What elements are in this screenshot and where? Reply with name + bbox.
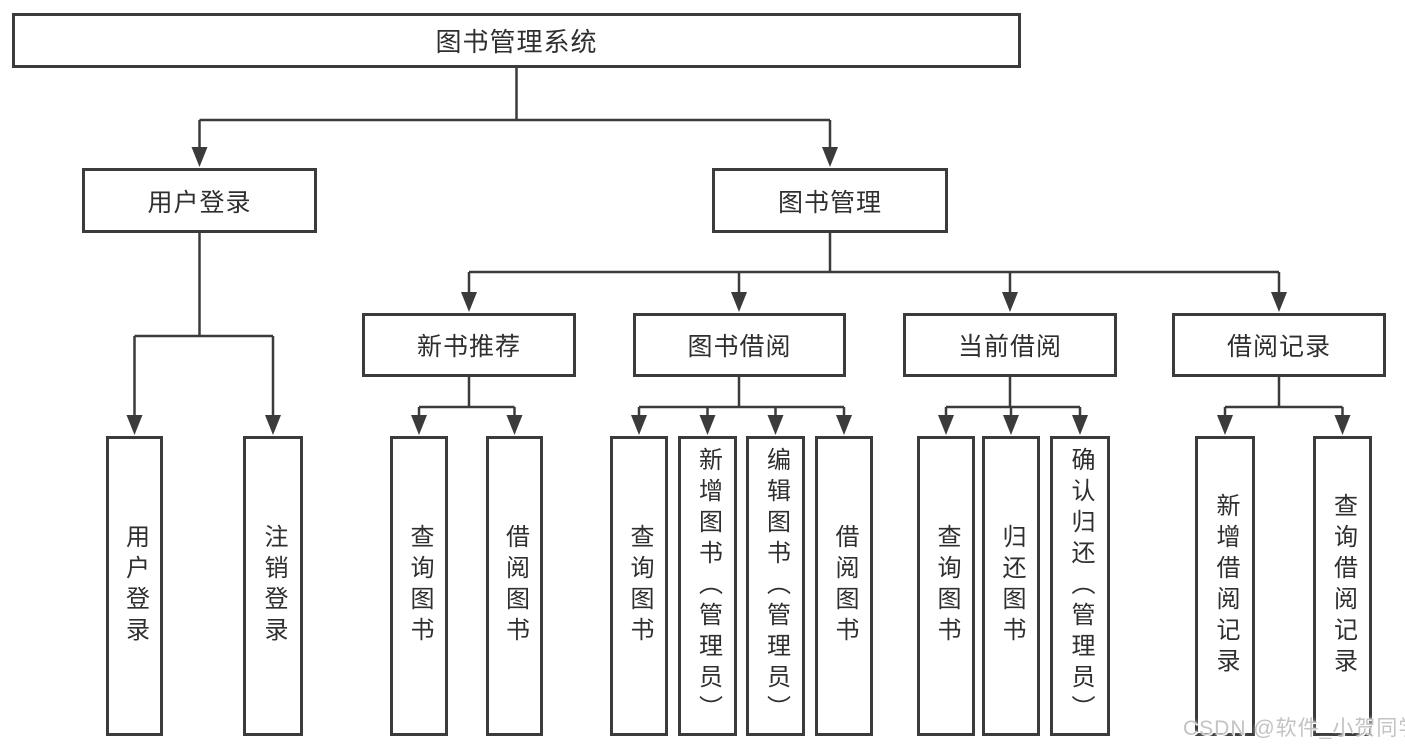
leaf-borrow-books-recommend: 借阅图书 bbox=[486, 436, 543, 736]
arrowhead-icon bbox=[1271, 292, 1287, 312]
leaf-add-borrow-record: 新增借阅记录 bbox=[1195, 436, 1255, 736]
leaf-edit-book-admin-label: 编辑图书（管理员） bbox=[762, 446, 790, 726]
node-book-management: 图书管理 bbox=[712, 168, 948, 233]
leaf-borrow-books-borrow-label: 借阅图书 bbox=[831, 524, 858, 648]
arrowhead-icon bbox=[1003, 415, 1019, 435]
leaf-add-book-admin: 新增图书（管理员） bbox=[678, 436, 737, 736]
arrowhead-icon bbox=[836, 415, 852, 435]
arrowhead-icon bbox=[631, 415, 647, 435]
arrowhead-icon bbox=[191, 147, 208, 167]
leaf-user-login: 用户登录 bbox=[106, 436, 163, 736]
arrowhead-icon bbox=[699, 415, 716, 435]
leaf-query-books-recommend: 查询图书 bbox=[390, 436, 448, 736]
arrowhead-icon bbox=[822, 147, 838, 167]
node-book-management-label: 图书管理 bbox=[777, 188, 882, 217]
leaf-confirm-return-admin-label: 确认归还（管理员） bbox=[1067, 446, 1094, 726]
node-book-borrow-label: 图书借阅 bbox=[687, 333, 792, 361]
node-book-borrow: 图书借阅 bbox=[633, 313, 846, 377]
arrowhead-icon bbox=[1334, 415, 1351, 435]
leaf-user-login-label: 用户登录 bbox=[121, 524, 149, 648]
leaf-return-books: 归还图书 bbox=[982, 436, 1040, 736]
node-borrow-records: 借阅记录 bbox=[1172, 313, 1386, 377]
leaf-return-books-label: 归还图书 bbox=[998, 524, 1025, 648]
node-user-login: 用户登录 bbox=[82, 168, 317, 233]
node-current-borrow-label: 当前借阅 bbox=[957, 333, 1062, 361]
arrowhead-icon bbox=[1217, 415, 1233, 435]
leaf-logout: 注销登录 bbox=[243, 436, 303, 736]
leaf-borrow-books-recommend-label: 借阅图书 bbox=[501, 524, 529, 648]
leaf-query-books-current: 查询图书 bbox=[917, 436, 975, 736]
leaf-query-books-borrow: 查询图书 bbox=[610, 436, 668, 736]
csdn-watermark: CSDN @软件_小贺同学 bbox=[1183, 717, 1405, 740]
leaf-query-books-borrow-label: 查询图书 bbox=[626, 524, 653, 648]
arrowhead-icon bbox=[506, 415, 523, 435]
node-user-login-label: 用户登录 bbox=[147, 188, 252, 217]
arrowhead-icon bbox=[461, 292, 477, 312]
leaf-borrow-books-borrow: 借阅图书 bbox=[815, 436, 873, 736]
node-new-book-recommend: 新书推荐 bbox=[362, 313, 576, 377]
leaf-add-book-admin-label: 新增图书（管理员） bbox=[694, 446, 722, 726]
arrowhead-icon bbox=[938, 415, 954, 435]
leaf-confirm-return-admin: 确认归还（管理员） bbox=[1050, 436, 1110, 736]
leaf-add-borrow-record-label: 新增借阅记录 bbox=[1212, 493, 1239, 679]
node-root-label: 图书管理系统 bbox=[435, 27, 598, 57]
node-new-book-recommend-label: 新书推荐 bbox=[416, 333, 521, 361]
leaf-query-books-recommend-label: 查询图书 bbox=[406, 524, 433, 648]
arrowhead-icon bbox=[265, 415, 281, 435]
arrowhead-icon bbox=[1002, 292, 1018, 312]
arrowhead-icon bbox=[411, 415, 427, 435]
arrowhead-icon bbox=[126, 415, 143, 435]
node-borrow-records-label: 借阅记录 bbox=[1226, 333, 1331, 361]
leaf-query-borrow-record-label: 查询借阅记录 bbox=[1329, 493, 1357, 679]
leaf-query-borrow-record: 查询借阅记录 bbox=[1313, 436, 1372, 736]
node-root: 图书管理系统 bbox=[12, 13, 1021, 68]
leaf-edit-book-admin: 编辑图书（管理员） bbox=[746, 436, 805, 736]
leaf-query-books-current-label: 查询图书 bbox=[933, 524, 960, 648]
node-current-borrow: 当前借阅 bbox=[903, 313, 1117, 377]
arrowhead-icon bbox=[731, 292, 747, 312]
arrowhead-icon bbox=[1072, 415, 1088, 435]
leaf-logout-label: 注销登录 bbox=[260, 524, 287, 648]
arrowhead-icon bbox=[767, 415, 784, 435]
